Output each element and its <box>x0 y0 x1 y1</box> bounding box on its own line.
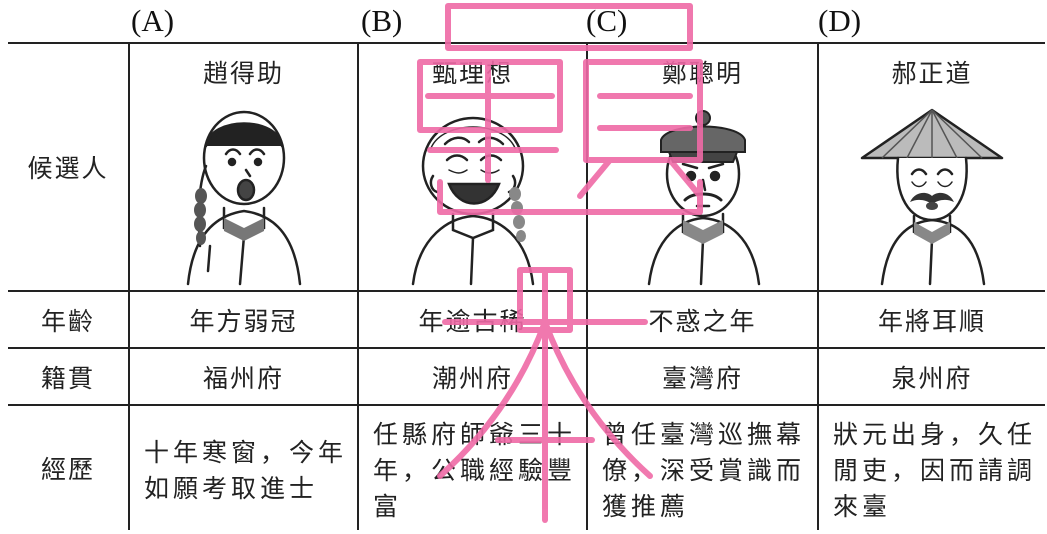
candidate-name-c: 鄭聰明 <box>661 59 743 88</box>
candidate-cell-a: 趙得助 <box>128 42 359 292</box>
candidate-table: 候選人 趙得助 <box>8 42 1045 530</box>
career-text-a: 十年寒窗，今年如願考取進士 <box>144 438 348 503</box>
career-cell-b: 任縣府師爺三十年，公職經驗豐富 <box>357 404 588 530</box>
career-cell-c: 曾任臺灣巡撫幕僚，深受賞識而獲推薦 <box>586 404 819 530</box>
career-text-d: 狀元出身，久任閒吏，因而請調來臺 <box>833 420 1037 521</box>
origin-cell-a: 福州府 <box>128 347 359 406</box>
candidate-cell-b: 甄理想 <box>357 42 588 292</box>
age-cell-b: 年逾古稀 <box>357 290 588 349</box>
candidate-row-label: 候選人 <box>8 42 130 292</box>
age-row: 年齡 年方弱冠 年逾古稀 不惑之年 年將耳順 <box>8 290 1045 349</box>
option-a-label: (A) <box>131 3 175 38</box>
candidate-name-d: 郝正道 <box>891 59 973 88</box>
candidate-row: 候選人 趙得助 <box>8 42 1045 292</box>
age-row-label: 年齡 <box>8 290 130 349</box>
career-row: 經歷 十年寒窗，今年如願考取進士 任縣府師爺三十年，公職經驗豐富 曾任臺灣巡撫幕… <box>8 404 1045 530</box>
career-text-c: 曾任臺灣巡撫幕僚，深受賞識而獲推薦 <box>602 420 806 521</box>
origin-row: 籍貫 福州府 潮州府 臺灣府 泉州府 <box>8 347 1045 406</box>
option-b-label: (B) <box>361 3 403 38</box>
option-d-label: (D) <box>818 3 862 38</box>
young-man-queue-icon <box>186 110 301 286</box>
candidate-name-a: 趙得助 <box>202 59 284 88</box>
age-cell-c: 不惑之年 <box>586 290 819 349</box>
candidate-cell-c: 鄭聰明 <box>586 42 819 292</box>
age-cell-a: 年方弱冠 <box>128 290 359 349</box>
career-cell-a: 十年寒窗，今年如願考取進士 <box>128 404 359 530</box>
age-cell-d: 年將耳順 <box>817 290 1045 349</box>
candidate-cell-d: 郝正道 <box>817 42 1045 292</box>
origin-cell-b: 潮州府 <box>357 347 588 406</box>
career-text-b: 任縣府師爺三十年，公職經驗豐富 <box>373 420 577 521</box>
candidate-name-b: 甄理想 <box>431 59 513 88</box>
option-letters: (A) (B) (C) (D) <box>0 0 1047 42</box>
option-c-label: (C) <box>586 3 628 38</box>
bamboo-hat-man-icon <box>860 108 1004 286</box>
career-row-label: 經歷 <box>8 404 130 530</box>
old-man-laughing-icon <box>411 116 534 286</box>
origin-row-label: 籍貫 <box>8 347 130 406</box>
origin-cell-d: 泉州府 <box>817 347 1045 406</box>
official-hat-man-icon <box>647 110 760 286</box>
career-cell-d: 狀元出身，久任閒吏，因而請調來臺 <box>817 404 1045 530</box>
origin-cell-c: 臺灣府 <box>586 347 819 406</box>
